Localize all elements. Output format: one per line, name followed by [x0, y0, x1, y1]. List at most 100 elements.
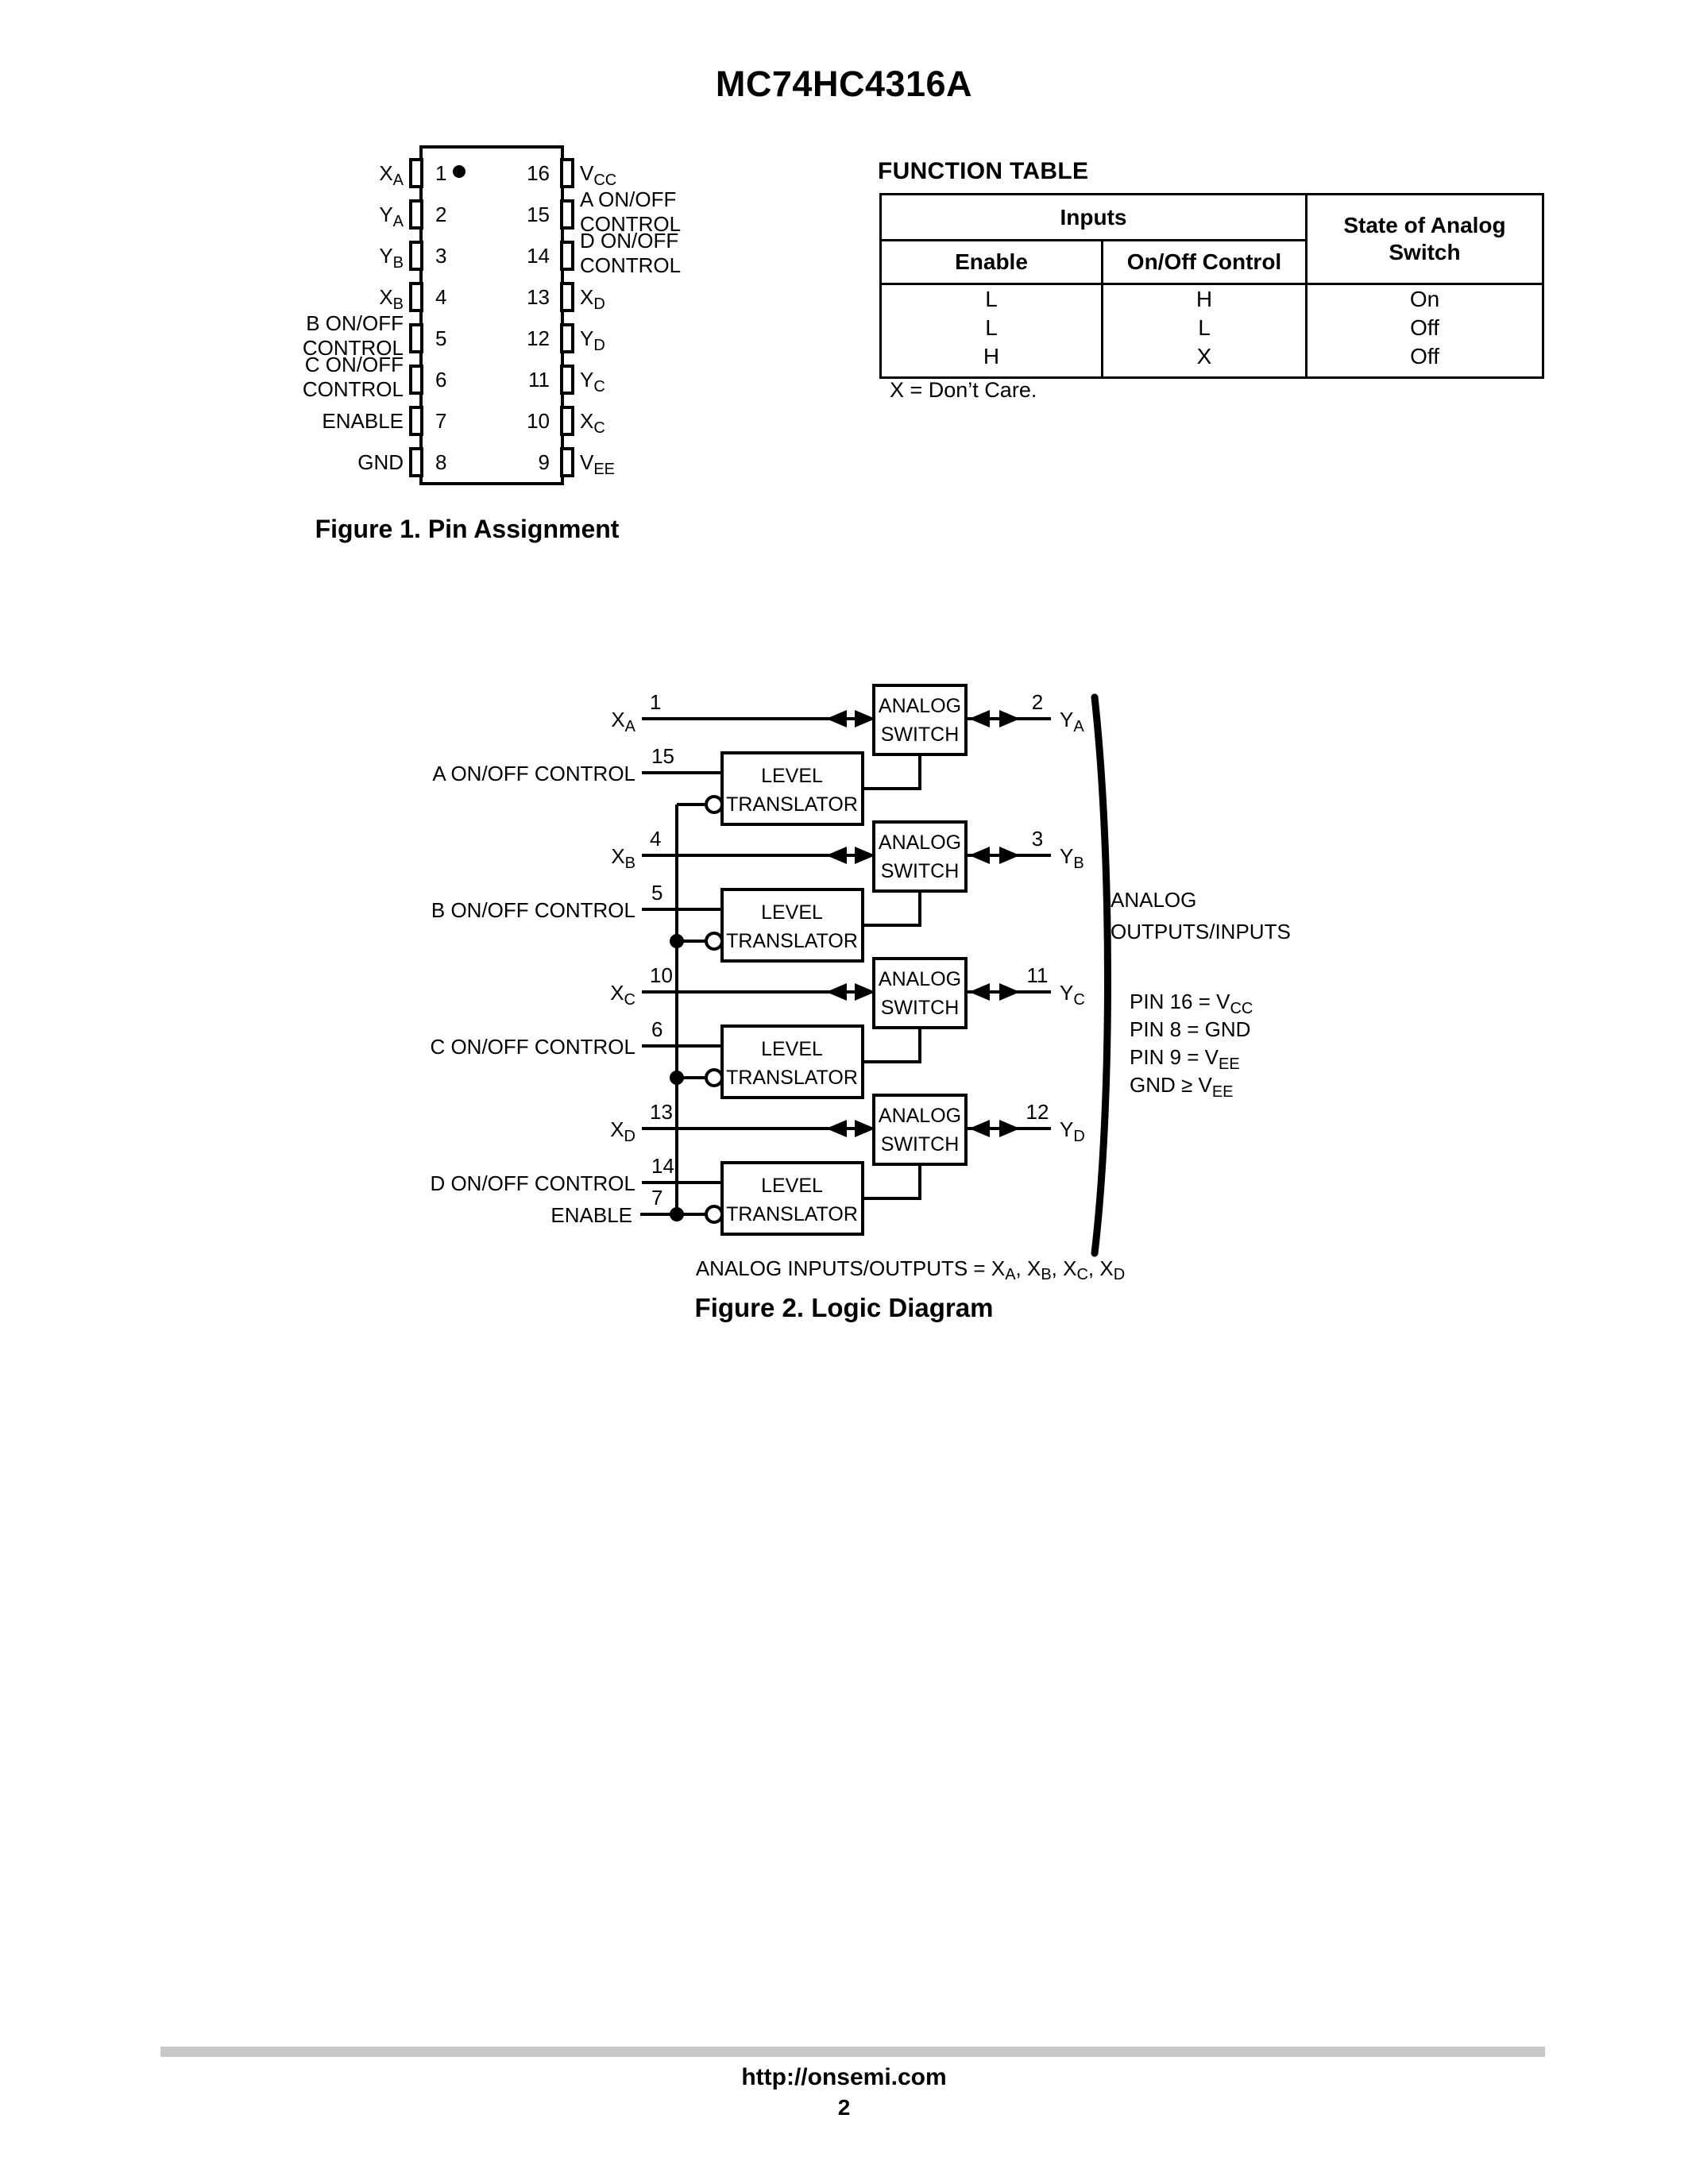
- pin-notch: [560, 199, 574, 230]
- analog-switch-label-line1: ANALOG: [879, 832, 961, 854]
- pin-label-yd: YD: [580, 326, 605, 354]
- level-translator-label-line1: LEVEL: [761, 765, 823, 787]
- translator-to-switch-wire: [863, 754, 921, 790]
- analog-switch-label-line1: ANALOG: [879, 968, 961, 990]
- figure2-logic-diagram: XA 1 ANALOG SWITCH 2 YA A ON/OFF CONTROL…: [430, 684, 1291, 1257]
- pin-note-vcc: PIN 16 = VCC: [1130, 990, 1253, 1017]
- table-cell: L: [1198, 315, 1211, 340]
- pin-notch: [560, 241, 574, 271]
- pin-label-d-onoff-line2: CONTROL: [580, 253, 681, 277]
- function-table-state-column: On Off Off: [1305, 283, 1544, 379]
- footer-url-link[interactable]: http://onsemi.com: [741, 2064, 947, 2090]
- io-note-sub: D: [1113, 1266, 1126, 1283]
- page-title: MC74HC4316A: [715, 64, 973, 104]
- level-translator-box: [720, 1161, 864, 1236]
- channel-c: XC 10 ANALOG SWITCH 11 YC C ON/OFF CONTR…: [430, 957, 1085, 1099]
- channel-b: XB 4 ANALOG SWITCH 3 YB B ON/OFF CONTROL…: [431, 820, 1084, 963]
- pin-label-xc: XC: [580, 409, 605, 437]
- footer-page-number: 2: [837, 2095, 851, 2120]
- arrow-right-icon: [999, 1120, 1020, 1137]
- io-note-text: , X: [1051, 1256, 1077, 1280]
- pin-number: 9: [539, 450, 550, 474]
- table-cell: H: [1196, 287, 1213, 311]
- arrow-left-icon: [826, 847, 847, 864]
- junction-dot: [670, 1207, 684, 1221]
- translator-to-switch-wire: [863, 1028, 921, 1063]
- pin-number: 3: [435, 244, 446, 268]
- io-note-text: , X: [1015, 1256, 1041, 1280]
- io-note-text: ANALOG INPUTS/OUTPUTS = X: [695, 1256, 1006, 1280]
- function-table-enable-header: Enable: [879, 239, 1103, 285]
- pin-number: 5: [435, 326, 446, 350]
- io-note-sub: C: [1076, 1266, 1088, 1283]
- pin-number: 13: [527, 285, 550, 309]
- level-translator-label-line2: TRANSLATOR: [726, 1203, 858, 1225]
- pin-number: 4: [435, 285, 446, 309]
- pin-notch: [409, 241, 423, 271]
- pin-label-xd: XD: [580, 285, 605, 313]
- xa-pin-number: 1: [650, 690, 661, 714]
- xd-label: XD: [610, 1117, 635, 1145]
- enable-label: ENABLE: [550, 1203, 632, 1227]
- ya-label: YA: [1060, 708, 1084, 735]
- pin-notch: [560, 447, 574, 477]
- pin-notch: [409, 406, 423, 436]
- channel-d: XD 13 ANALOG SWITCH 12 YD D ON/OFF CONTR…: [430, 1094, 1085, 1236]
- pin1-dot: [453, 165, 465, 178]
- yd-pin-number: 12: [1026, 1100, 1049, 1124]
- c-onoff-pin-number: 6: [651, 1017, 662, 1041]
- function-table-state-header: State of Analog Switch: [1305, 193, 1544, 285]
- yc-label: YC: [1060, 981, 1085, 1009]
- pin-label-xb: XB: [379, 285, 404, 313]
- arrow-right-icon: [999, 847, 1020, 864]
- pin-number: 6: [435, 368, 446, 392]
- ya-pin-number: 2: [1032, 690, 1043, 714]
- level-translator-label-line2: TRANSLATOR: [726, 793, 858, 816]
- analog-switch-box: [872, 820, 968, 893]
- analog-switch-label-line1: ANALOG: [879, 1105, 961, 1127]
- analog-switch-label-line1: ANALOG: [879, 695, 961, 717]
- pin-label-yb: YB: [379, 244, 404, 272]
- pin-notch: [409, 365, 423, 395]
- function-table: Inputs State of Analog Switch Enable On/…: [879, 193, 1544, 379]
- pin-label-yc: YC: [580, 368, 605, 396]
- function-table-onoff-header: On/Off Control: [1101, 239, 1308, 285]
- pin-notch: [560, 323, 574, 353]
- d-onoff-control-label: D ON/OFF CONTROL: [430, 1171, 635, 1195]
- a-onoff-control-label: A ON/OFF CONTROL: [432, 762, 635, 785]
- level-translator-label-line2: TRANSLATOR: [726, 1067, 858, 1089]
- arrow-left-icon: [969, 1120, 990, 1137]
- yc-pin-number: 11: [1027, 963, 1049, 987]
- pin-label-b-onoff-line2: CONTROL: [303, 336, 404, 360]
- pin-label-vcc: VCC: [580, 161, 616, 189]
- inverter-bubble-icon: [705, 1205, 724, 1224]
- xc-pin-number: 10: [650, 963, 673, 987]
- arrow-right-icon: [999, 983, 1020, 1001]
- pin-number: 8: [435, 450, 446, 474]
- pin-label-c-onoff-line2: CONTROL: [303, 377, 404, 401]
- level-translator-label-line1: LEVEL: [761, 901, 823, 924]
- pin-label-a-onoff-line2: CONTROL: [580, 212, 681, 236]
- inverter-bubble-icon: [705, 1068, 724, 1087]
- analog-switch-label-line2: SWITCH: [881, 860, 960, 882]
- pin-note-gnd: PIN 8 = GND: [1130, 1017, 1250, 1041]
- function-table-note: X = Don’t Care.: [890, 378, 1037, 402]
- table-cell: H: [983, 344, 1000, 369]
- level-translator-label-line1: LEVEL: [761, 1175, 823, 1197]
- pin-notch: [560, 406, 574, 436]
- table-cell: Off: [1410, 315, 1439, 340]
- level-translator-box: [720, 751, 864, 826]
- analog-switch-label-line2: SWITCH: [881, 723, 960, 746]
- xd-pin-number: 13: [650, 1100, 673, 1124]
- pin-label-gnd: GND: [357, 450, 404, 474]
- xc-label: XC: [610, 981, 635, 1009]
- level-translator-box: [720, 1024, 864, 1099]
- arrow-left-icon: [826, 1120, 847, 1137]
- arrow-right-icon: [855, 710, 875, 727]
- xb-label: XB: [611, 844, 635, 872]
- table-cell: X: [1196, 344, 1212, 369]
- pin-notch: [560, 282, 574, 312]
- translator-to-switch-wire: [863, 891, 921, 927]
- pin-notch: [409, 447, 423, 477]
- xb-pin-number: 4: [650, 827, 661, 851]
